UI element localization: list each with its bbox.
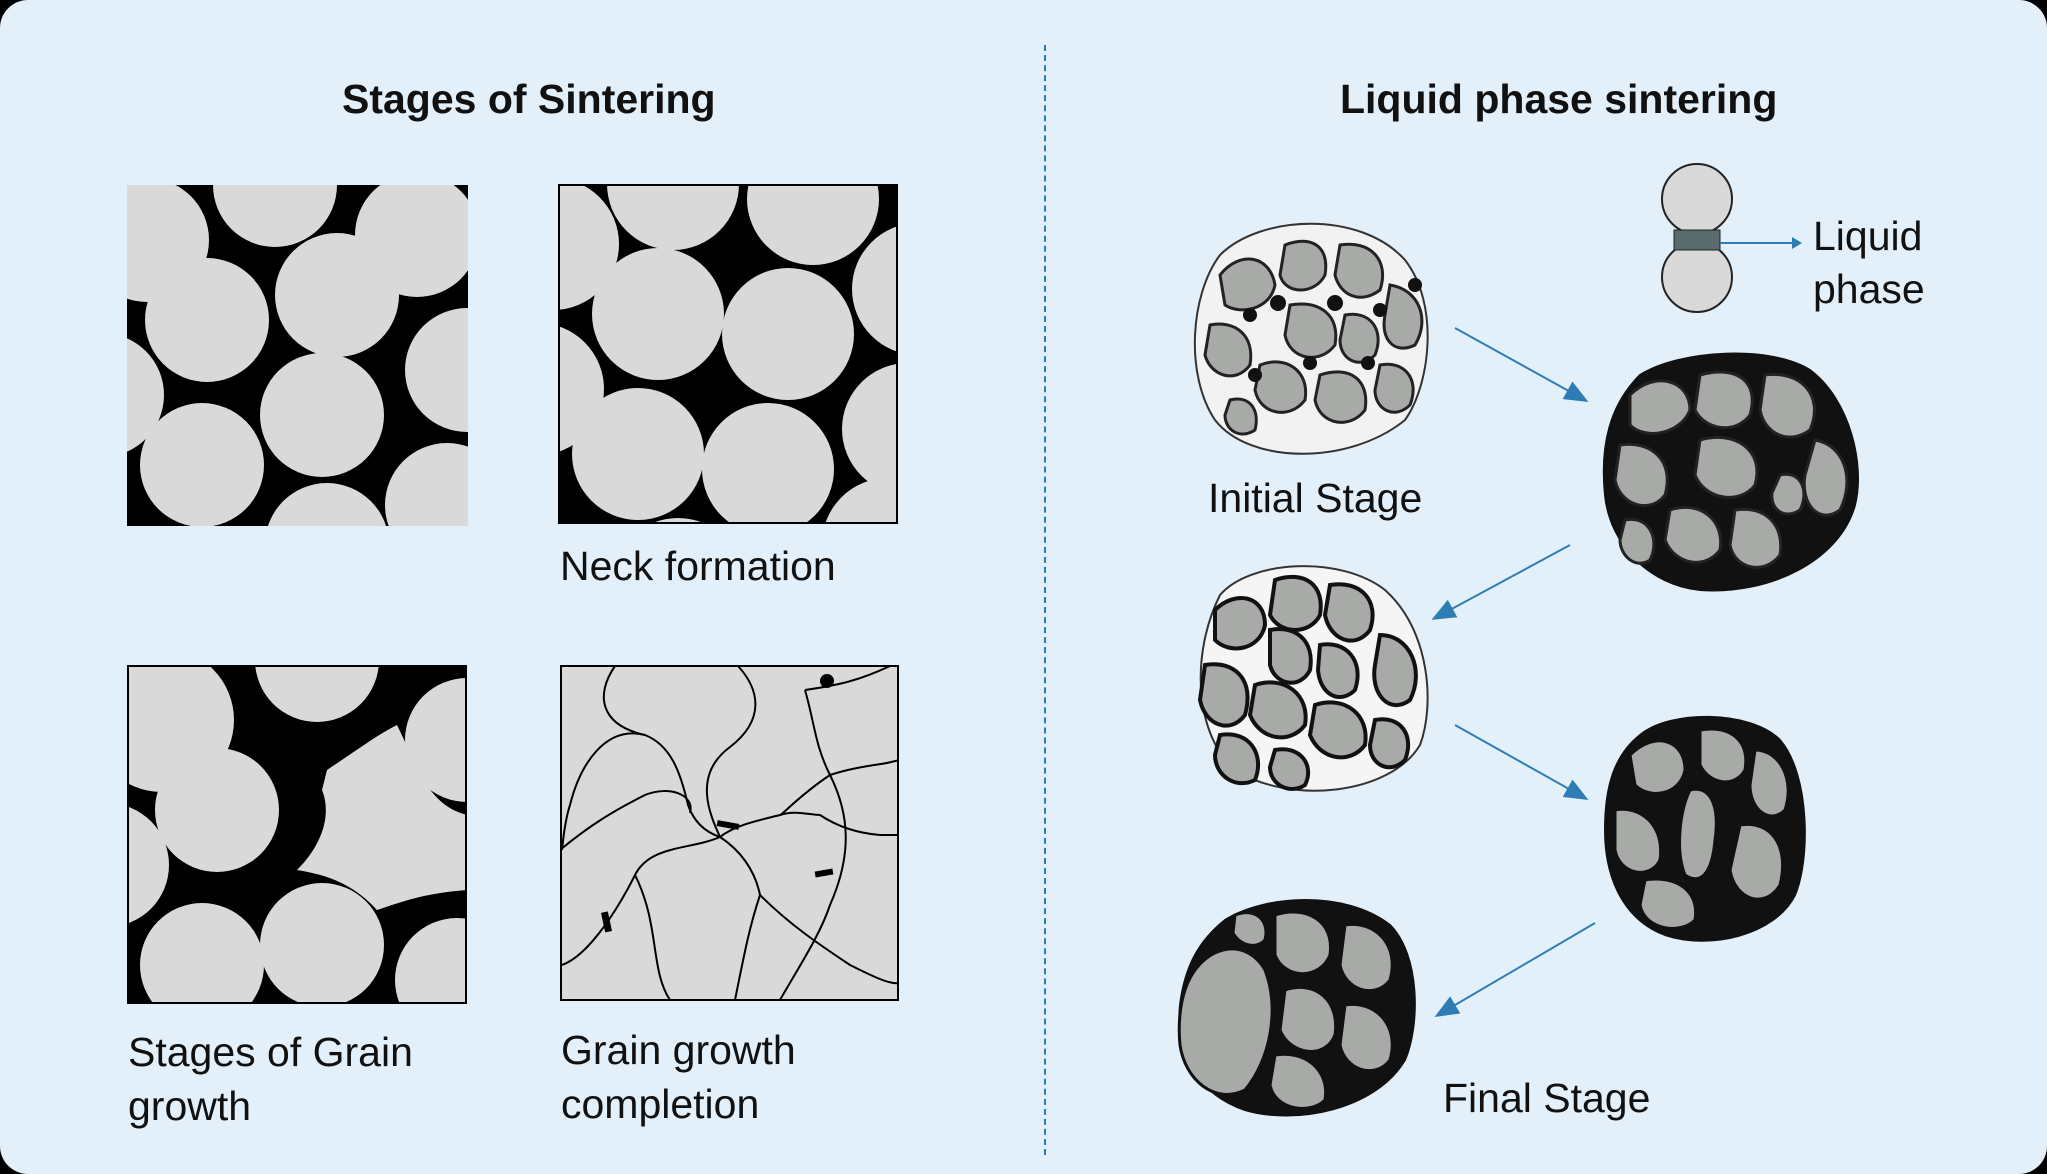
micrograph-final-stage bbox=[1177, 899, 1416, 1117]
micrograph-stage-4 bbox=[1603, 715, 1806, 942]
liquid-phase-legend-diagram bbox=[1661, 163, 1802, 313]
grain-growth-label-line1: Stages of Grain bbox=[128, 1029, 413, 1075]
arrow-4 bbox=[1434, 922, 1596, 1018]
panel-divider bbox=[1044, 45, 1046, 1155]
grain-growth-label-line2: growth bbox=[128, 1083, 252, 1129]
legend-label-line1: Liquid bbox=[1813, 213, 1923, 259]
right-panel-title: Liquid phase sintering bbox=[1340, 76, 1778, 122]
neck-formation-diagram bbox=[558, 184, 898, 524]
micrograph-initial-stage bbox=[1193, 222, 1429, 455]
completion-label-line2: completion bbox=[561, 1081, 760, 1127]
initial-packing-diagram bbox=[127, 185, 468, 526]
initial-stage-label: Initial Stage bbox=[1208, 475, 1423, 521]
neck-formation-label: Neck formation bbox=[560, 543, 836, 589]
grain-growth-diagram bbox=[127, 665, 467, 1004]
micrograph-stage-3 bbox=[1197, 565, 1429, 792]
micrograph-stage-2 bbox=[1602, 352, 1859, 592]
process-arrows bbox=[1431, 327, 1596, 1018]
arrow-2 bbox=[1431, 544, 1571, 620]
completion-label-line1: Grain growth bbox=[561, 1027, 796, 1073]
grain-completion-diagram bbox=[560, 665, 899, 1001]
left-panel-title: Stages of Sintering bbox=[342, 76, 716, 122]
final-stage-label: Final Stage bbox=[1443, 1075, 1651, 1121]
arrow-3 bbox=[1454, 724, 1589, 800]
arrow-1 bbox=[1454, 327, 1589, 402]
legend-label-line2: phase bbox=[1813, 266, 1925, 312]
